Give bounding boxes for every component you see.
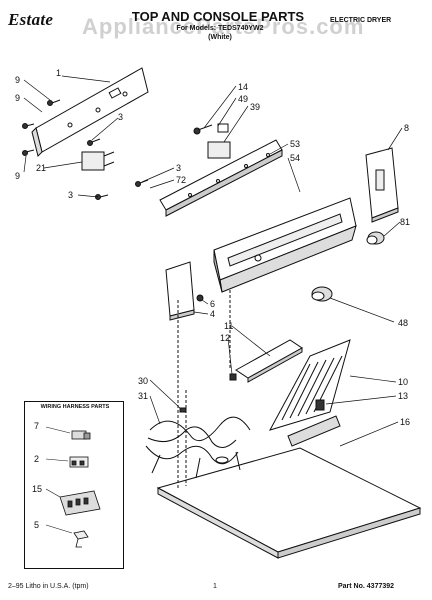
callout-15: 15 [32,484,42,494]
color-line: (White) [208,34,232,41]
callout-30: 30 [138,376,148,386]
brand-logo: Estate [8,10,54,29]
callout-7: 7 [34,421,39,431]
callout-53: 53 [290,139,300,149]
callout-4: 4 [210,309,215,319]
callout-39: 39 [250,102,260,112]
top-panel-part [156,447,422,559]
product-type: ELECTRIC DRYER [330,17,392,24]
wiring-harness-parts-inset: 7 2 15 5 [32,421,101,548]
callout-21: 21 [36,163,46,173]
console-bracket-part [159,139,283,217]
page-number: 1 [213,583,217,590]
switch-part [193,123,231,159]
timer-part [81,151,115,171]
wiring-harness-parts-title: WIRING HARNESS PARTS [40,404,110,410]
wiring-harness-parts-box [24,401,124,569]
callout-81: 81 [400,217,410,227]
watermark: AppliancePartsPros.com [82,14,365,39]
end-cap-part [365,147,399,223]
callout-1: 1 [56,68,61,78]
callout-3: 3 [176,163,181,173]
callout-13: 13 [398,391,408,401]
callout-8: 8 [404,123,409,133]
callout-72: 72 [176,175,186,185]
large-knob-part [311,286,333,302]
footer-litho: 2–95 Litho in U.S.A. (tpm) [8,583,89,590]
callout-9: 9 [15,171,20,181]
callout-9: 9 [15,75,20,85]
lint-screen-part [268,339,351,447]
filter-cover-part [229,339,303,383]
callout-48: 48 [398,318,408,328]
callout-54: 54 [290,153,300,163]
control-panel-part [31,67,149,157]
knob-part [366,231,385,245]
part-number: Part No. 4377392 [338,583,395,590]
callout-12: 12 [220,333,230,343]
callout-2: 2 [34,454,39,464]
callout-6: 6 [210,299,215,309]
callout-16: 16 [400,417,410,427]
end-panel-part [165,261,204,321]
callout-3: 3 [118,112,123,122]
callout-10: 10 [398,377,408,387]
callout-3: 3 [68,190,73,200]
wiring-harness-part [145,407,251,479]
callout-14: 14 [238,82,248,92]
page-title: TOP AND CONSOLE PARTS [131,9,305,24]
callout-9: 9 [15,93,20,103]
callout-31: 31 [138,391,148,401]
callout-5: 5 [34,520,39,530]
model-line: For Models: TEDS740YW2 [176,25,264,32]
callout-11: 11 [224,321,233,331]
screw-parts [22,99,149,200]
callout-49: 49 [238,94,248,104]
console-panel-part [213,197,357,293]
